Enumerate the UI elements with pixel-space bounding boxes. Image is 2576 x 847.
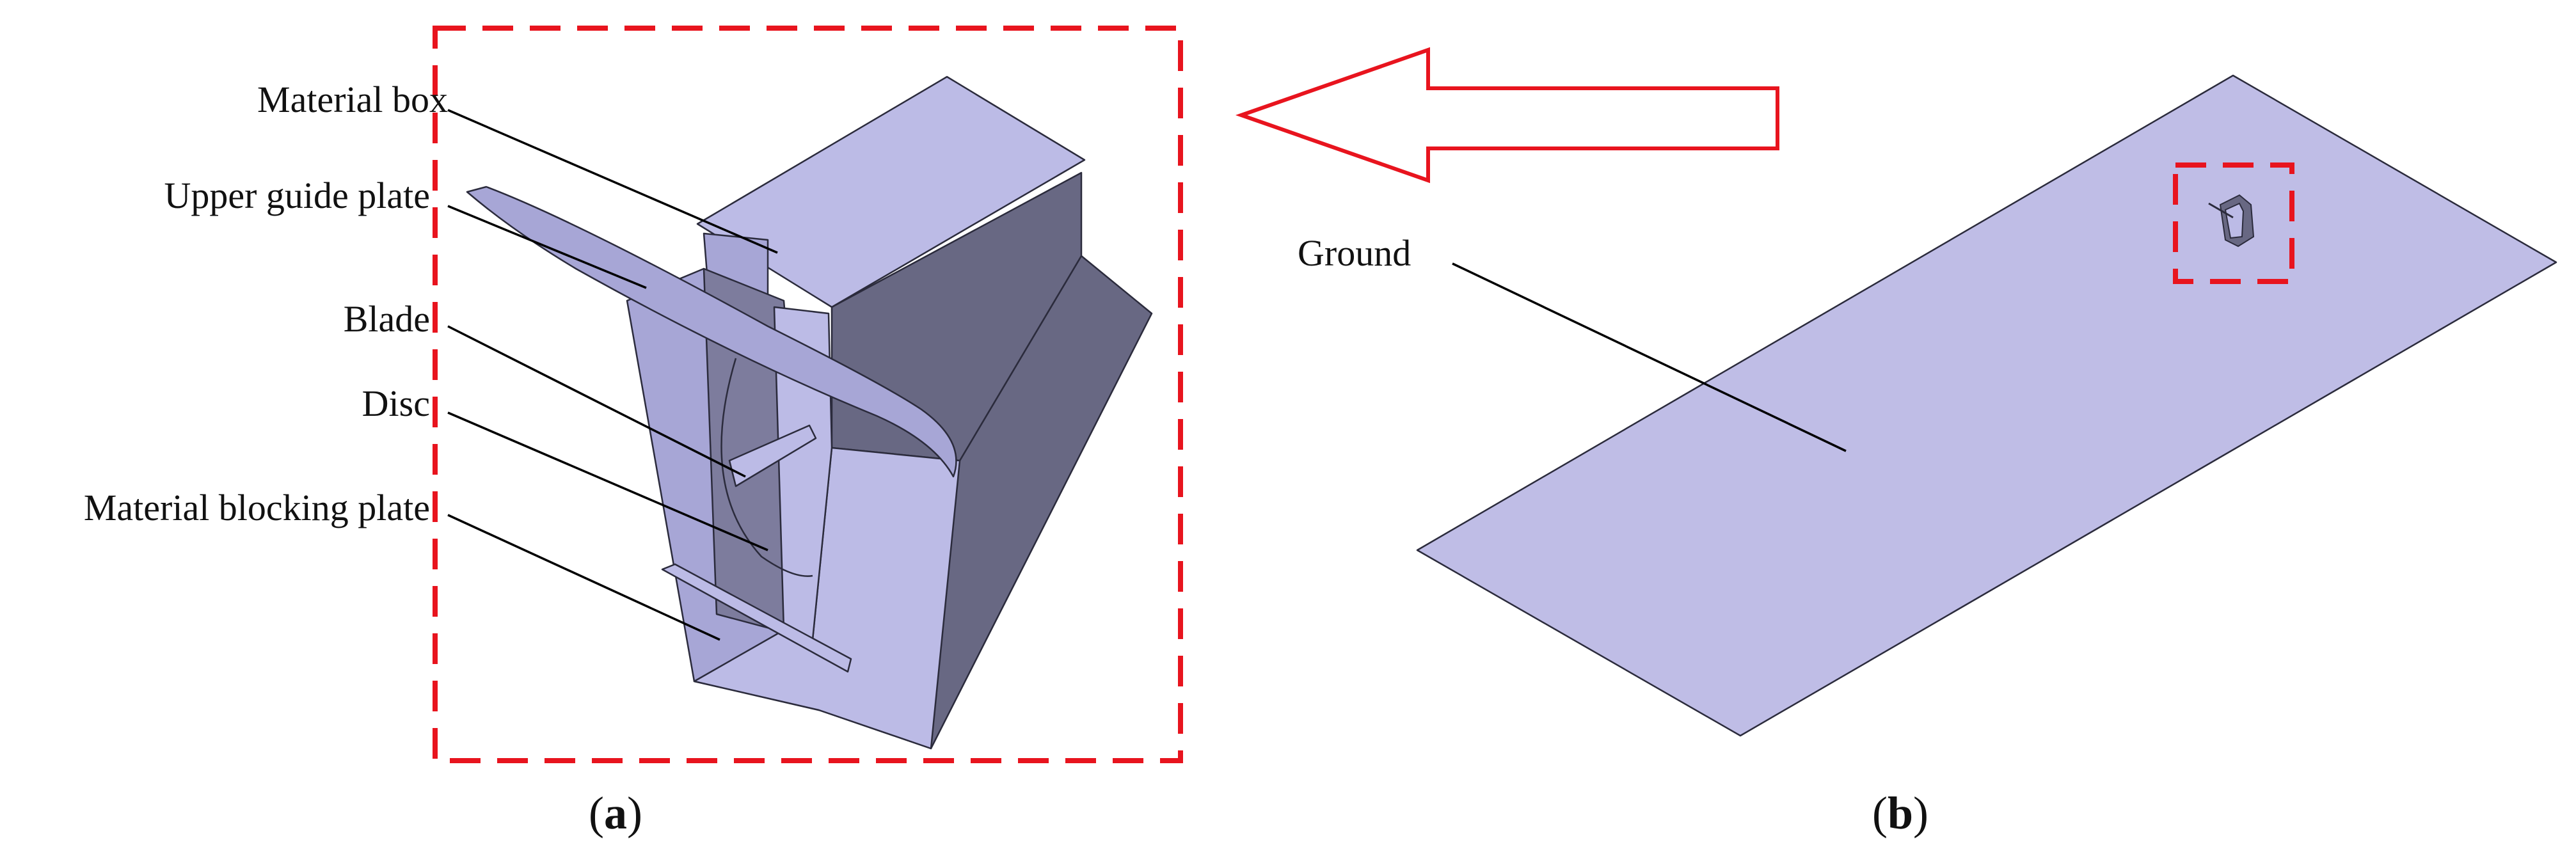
disc-arc xyxy=(720,358,813,577)
small-machine-plate xyxy=(2208,202,2234,219)
material-box-label: Material box xyxy=(257,79,448,120)
material-blocking-plate-label: Material blocking plate xyxy=(84,487,430,528)
panel-b-label: (b) xyxy=(1872,788,1928,839)
disc-leader xyxy=(447,411,768,551)
material-box-leader xyxy=(447,109,778,254)
ground-leader xyxy=(1452,262,1847,452)
upper-guide-plate-leader xyxy=(447,205,647,289)
panel-a-label: (a) xyxy=(589,788,642,839)
blade-leader xyxy=(447,325,746,478)
blade-label: Blade xyxy=(344,298,430,340)
machine-model xyxy=(466,75,1153,750)
upper-guide-plate-label: Upper guide plate xyxy=(164,175,430,216)
box-top-face xyxy=(696,75,1086,308)
ground-plane xyxy=(1416,74,2557,737)
blade-part xyxy=(728,424,817,487)
upper-guide-plate-part xyxy=(466,186,957,478)
zoom-arrow xyxy=(1235,47,1779,184)
panel-b-zoom-frame xyxy=(2173,162,2294,284)
small-machine-front xyxy=(2224,202,2245,239)
ground-label: Ground xyxy=(1298,232,1411,274)
material-blocking-plate-leader xyxy=(447,514,720,641)
panel-a-frame xyxy=(433,26,1183,763)
disc-label: Disc xyxy=(362,383,430,424)
blocking-plate-part xyxy=(661,563,852,673)
small-machine xyxy=(2208,194,2255,248)
